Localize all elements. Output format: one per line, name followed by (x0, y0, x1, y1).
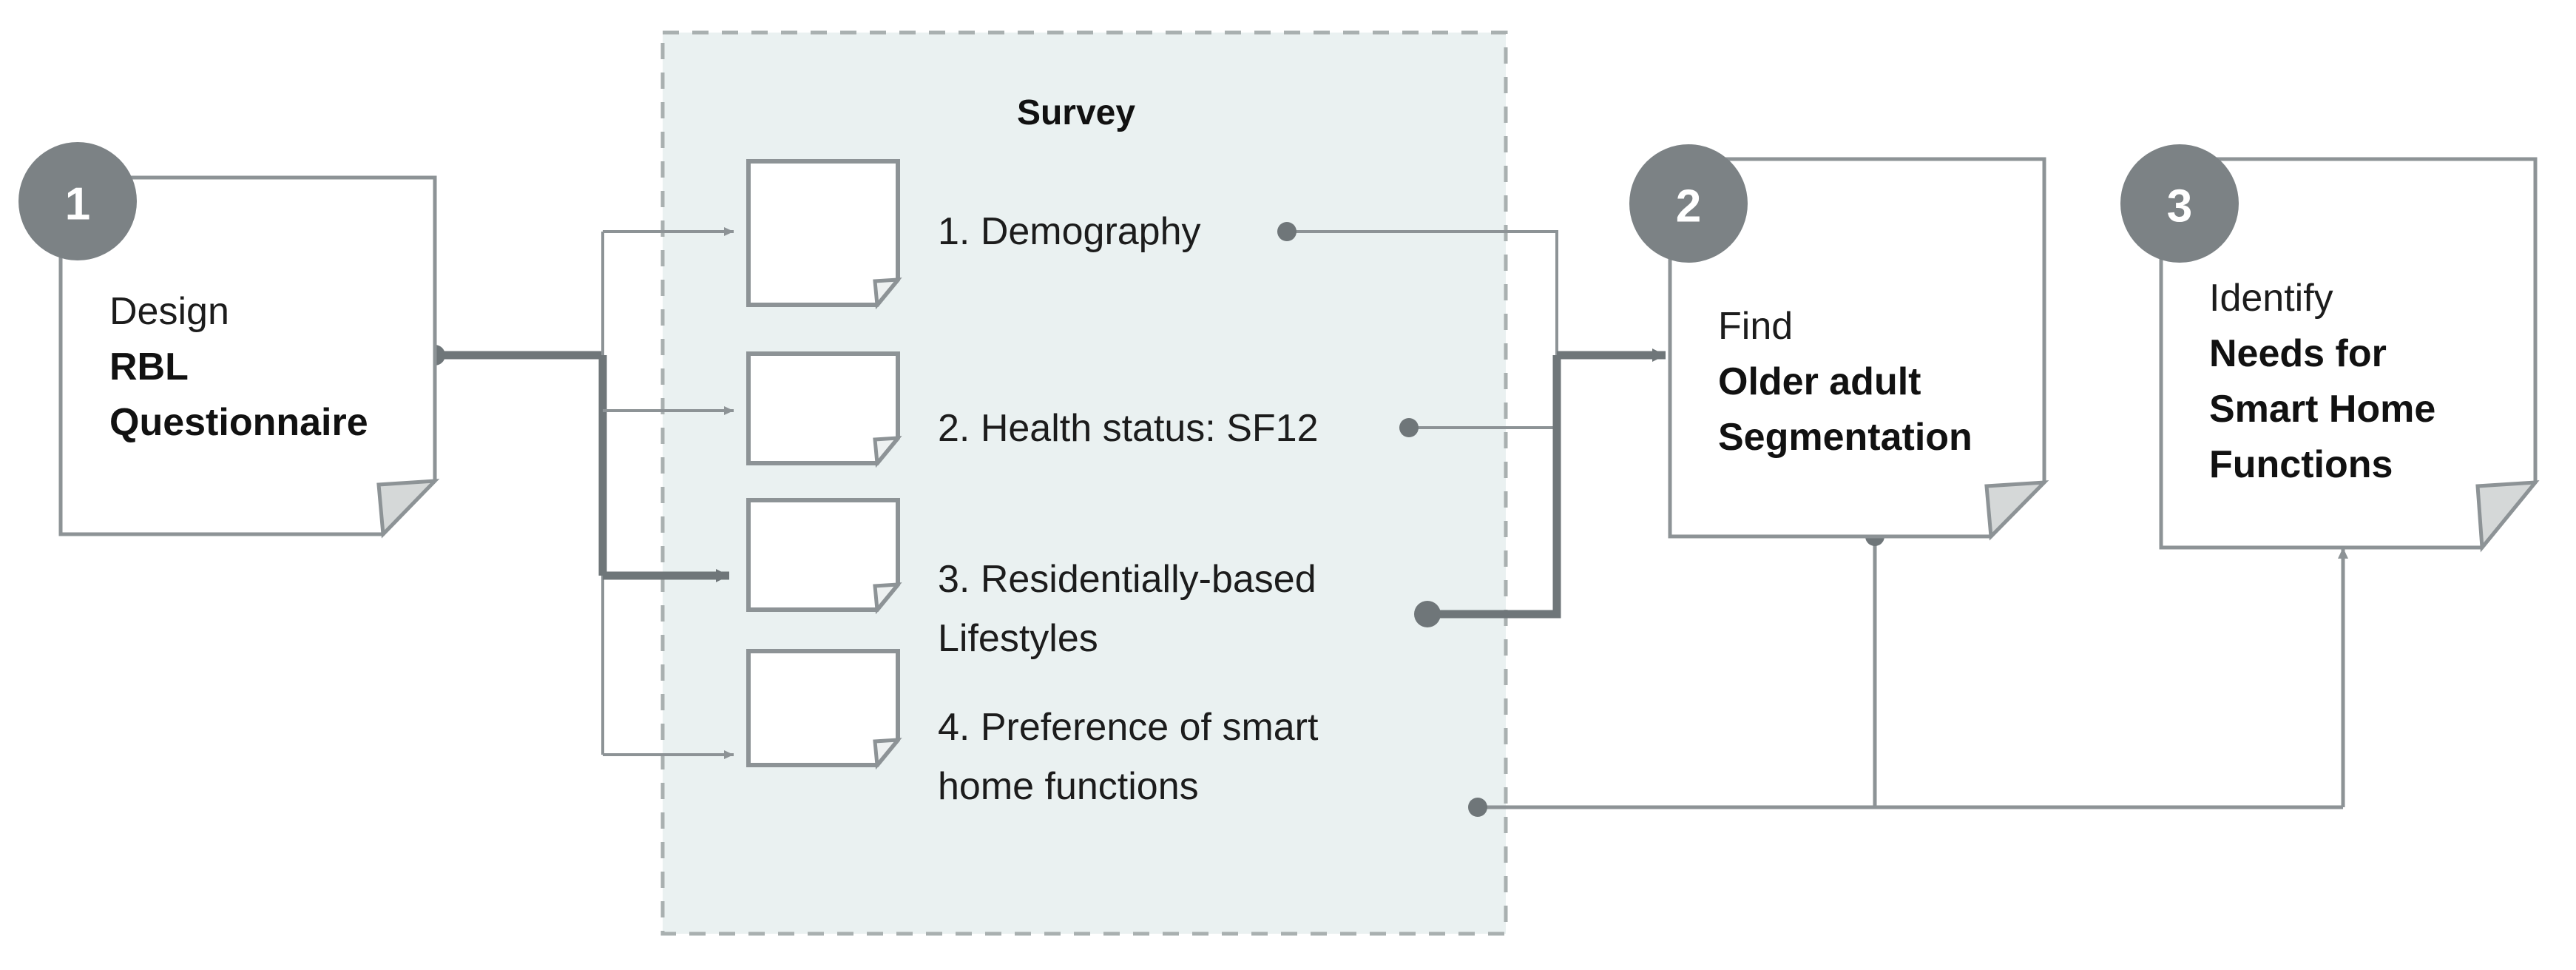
page-fold-corner (1984, 480, 2049, 541)
step-badge-3 (2120, 144, 2239, 263)
step-3-emphasis-line-2: Smart Home (2209, 388, 2435, 431)
survey-item-3-label-line-2: Lifestyles (938, 617, 1098, 660)
survey-item-1-label: 1. Demography (938, 210, 1201, 253)
survey-item-4-label-line-1: 4. Preference of smart (938, 706, 1319, 749)
step-badge-1-number: 1 (65, 179, 90, 230)
step-badge-1 (18, 142, 137, 260)
survey-item-4[interactable]: 4. Preference of smart home functions (746, 649, 1319, 808)
survey-doc-fold-4 (873, 738, 902, 770)
survey-doc-fold-3 (873, 582, 902, 615)
survey-item-4-label-line-2: home functions (938, 765, 1199, 808)
survey-item-2-label: 2. Health status: SF12 (938, 407, 1319, 450)
step-1-lead: Design (109, 290, 229, 333)
survey-doc-fold-1 (873, 277, 902, 310)
step-2-emphasis-line-1: Older adult (1718, 360, 1921, 403)
step-1-emphasis-line-1: RBL (109, 346, 189, 388)
survey-item-3[interactable]: 3. Residentially-based Lifestyles (746, 498, 1316, 660)
step-1-emphasis-line-2: Questionnaire (109, 401, 368, 444)
step-2-lead: Find (1718, 305, 1793, 348)
survey-doc-fold-2 (873, 436, 902, 468)
step-3-lead: Identify (2209, 277, 2333, 320)
step-2-emphasis-line-2: Segmentation (1718, 416, 1972, 459)
step-3-emphasis-line-3: Functions (2209, 443, 2393, 486)
step-card-3[interactable]: 3 Identify Needs for Smart Home Function… (2120, 144, 2540, 553)
step-3-emphasis-line-1: Needs for (2209, 332, 2387, 375)
step-badge-2 (1629, 144, 1748, 263)
step-card-1[interactable]: 1 Design RBL Questionnaire (18, 142, 440, 539)
survey-item-1[interactable]: 1. Demography (746, 159, 1201, 310)
survey-item-2[interactable]: 2. Health status: SF12 (746, 351, 1319, 468)
step-card-2[interactable]: 2 Find Older adult Segmentation (1629, 144, 2049, 541)
step-badge-2-number: 2 (1676, 181, 1701, 232)
connector-to-step3 (1468, 527, 2348, 817)
connector-survey-to-step2 (1277, 222, 1666, 627)
page-fold-corner (2475, 480, 2540, 553)
survey-item-3-label-line-1: 3. Residentially-based (938, 558, 1316, 601)
step-badge-3-number: 3 (2167, 181, 2192, 232)
survey-group-title: Survey (1017, 93, 1135, 132)
page-fold-corner (376, 479, 440, 539)
